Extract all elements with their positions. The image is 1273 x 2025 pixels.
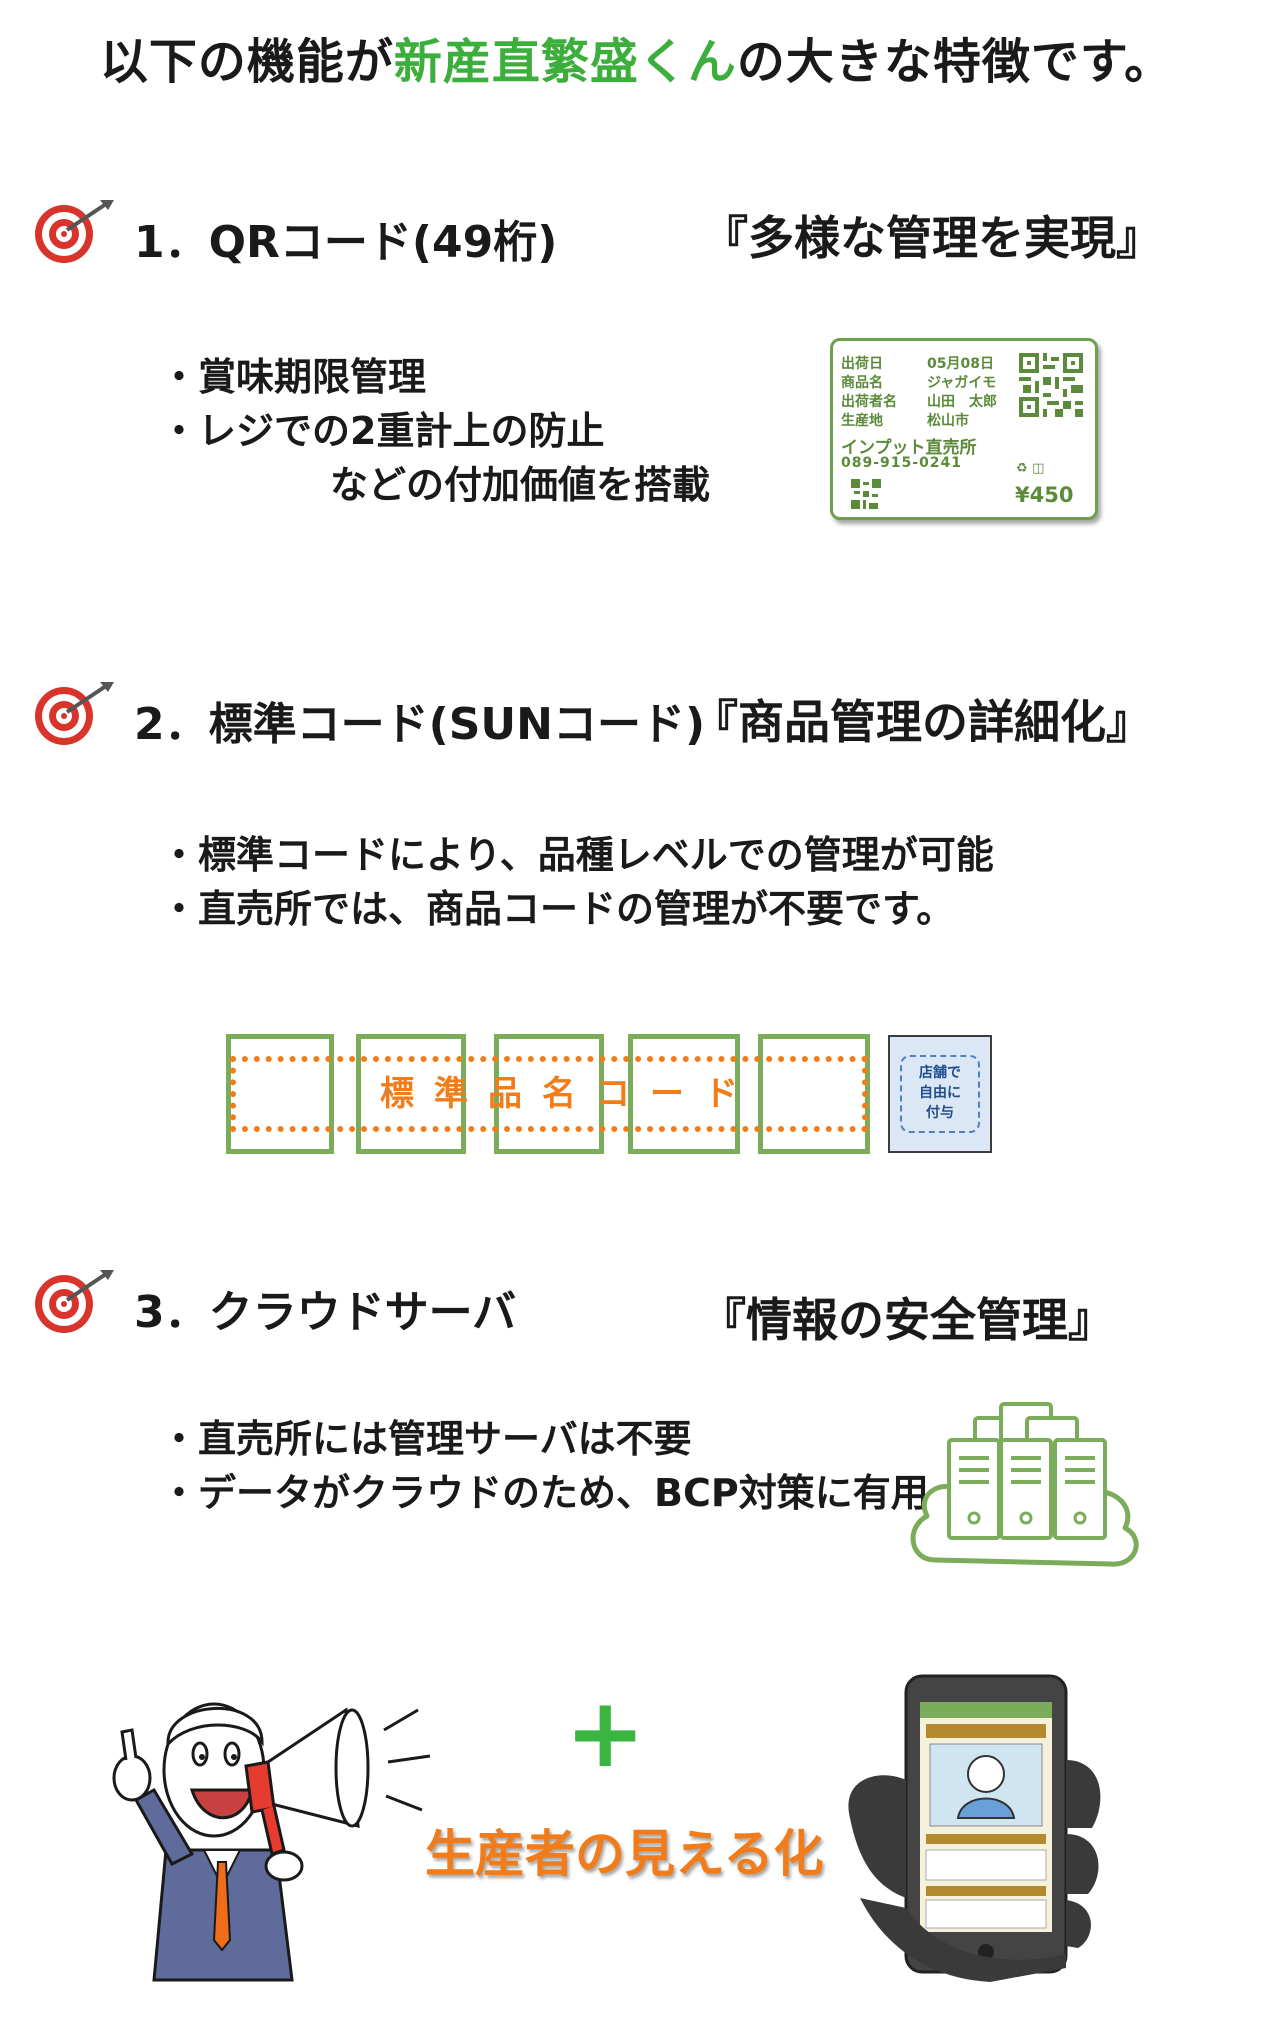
bullet: ・直売所では、商品コードの管理が不要です。 — [160, 887, 955, 931]
card-price: ¥450 — [1015, 483, 1074, 507]
card-row: 出荷者名山田 太郎 — [841, 394, 997, 410]
standard-code-label: 標準品名コード — [380, 1074, 758, 1114]
section-1-quote: 『多様な管理を実現』 — [702, 211, 1162, 265]
code-digit-box — [356, 1034, 466, 1154]
card-row: 商品名ジャガイモ — [841, 375, 997, 391]
bullet: などの付加価値を搭載 — [330, 463, 711, 507]
card-phone: 089-915-0241 — [841, 455, 963, 471]
businessman-megaphone-illustration — [112, 1702, 431, 1982]
headline-product-name: 新産直繁盛くん — [393, 34, 737, 90]
headline-after: の大きな特徴です。 — [736, 34, 1174, 90]
standard-code-range — [230, 1056, 868, 1132]
bullet: ・直売所には管理サーバは不要 — [160, 1417, 692, 1461]
card-shop-name: インプット直売所 — [841, 438, 977, 458]
code-digit-box — [628, 1034, 740, 1154]
bullet: ・データがクラウドのため、BCP対策に有用 — [160, 1471, 929, 1515]
page-headline: 以下の機能が新産直繁盛くんの大きな特徴です。 — [0, 22, 1273, 92]
shop-assigned-box: 店舗で 自由に 付与 — [888, 1035, 992, 1153]
section-1-bullets: ・賞味期限管理 ・レジでの2重計上の防止 などの付加価値を搭載 — [160, 350, 710, 512]
shop-assigned-note: 店舗で 自由に 付与 — [900, 1055, 980, 1133]
headline-before: 以下の機能が — [99, 34, 394, 90]
code-digit-box — [758, 1034, 870, 1154]
target-icon — [35, 1270, 114, 1333]
cloud-server-icon — [910, 1402, 1139, 1567]
section-2-quote: 『商品管理の詳細化』 — [692, 695, 1152, 749]
plus-sign: + — [565, 1677, 646, 1789]
recycle-icon: ♻ ◫ — [1016, 461, 1045, 476]
producer-visibility-text: 生産者の見える化 — [425, 1825, 824, 1883]
card-row: 生産地松山市 — [841, 413, 969, 429]
section-1-title: 1．QRコード(49桁) — [134, 217, 558, 268]
section-3-bullets: ・直売所には管理サーバは不要 ・データがクラウドのため、BCP対策に有用 — [160, 1412, 929, 1520]
section-2-title: 2．標準コード(SUNコード) — [134, 699, 706, 750]
farmer-avatar-icon — [967, 1755, 1005, 1793]
section-3-title: 3．クラウドサーバ — [134, 1287, 517, 1338]
target-icon — [35, 682, 114, 745]
section-2-bullets: ・標準コードにより、品種レベルでの管理が可能 ・直売所では、商品コードの管理が不… — [160, 828, 994, 936]
code-digit-box — [226, 1034, 334, 1154]
small-qr-code-icon — [851, 479, 881, 509]
bullet: ・賞味期限管理 — [160, 355, 427, 399]
code-digit-box — [494, 1034, 604, 1154]
smartphone-in-hand-illustration — [848, 1674, 1101, 1982]
section-3-quote: 『情報の安全管理』 — [700, 1293, 1114, 1347]
qr-code-icon — [1019, 353, 1083, 417]
bullet: ・標準コードにより、品種レベルでの管理が可能 — [160, 833, 994, 877]
target-icon — [35, 200, 114, 263]
bullet: ・レジでの2重計上の防止 — [160, 409, 605, 453]
